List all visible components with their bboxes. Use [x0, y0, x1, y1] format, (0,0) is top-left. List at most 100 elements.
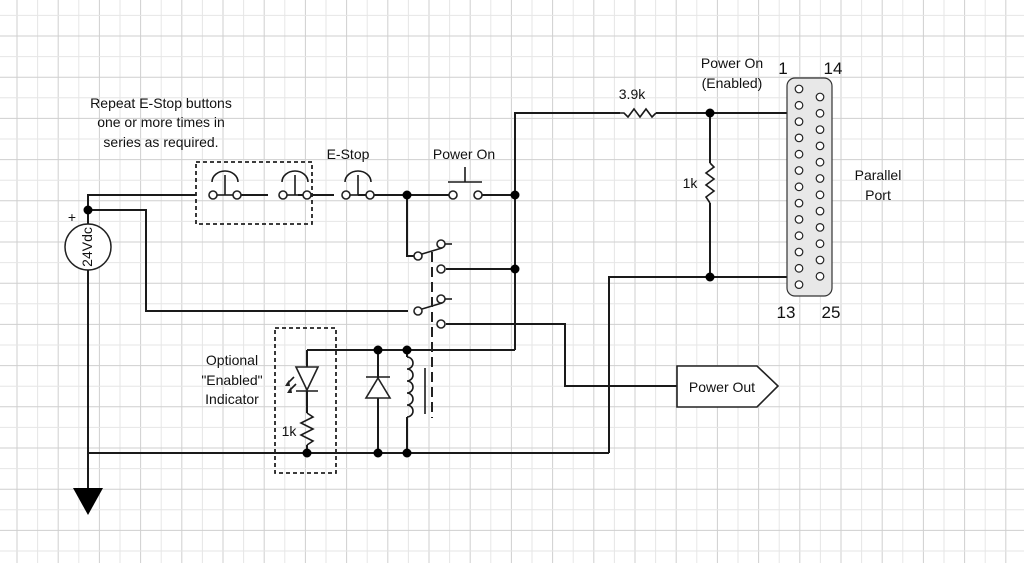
supply-plus-label: + [68, 209, 76, 225]
parallel-port-connector [786, 77, 833, 297]
estop-button-1 [208, 170, 242, 200]
relay-contact-2 [413, 294, 452, 329]
junction [402, 345, 412, 355]
diode-triangle [364, 376, 392, 399]
power-on-label: Power On [433, 146, 495, 162]
optional-line-3: Indicator [205, 391, 259, 407]
power-on-terminal-b [473, 190, 483, 200]
wire-to-power-out [446, 323, 677, 387]
wire-to-relay-contact-1 [406, 195, 415, 257]
contact-2-no [436, 319, 446, 329]
led-arrowhead-1 [285, 380, 290, 386]
pin-4 [794, 133, 804, 143]
power-on-enabled-line-2: (Enabled) [702, 75, 763, 91]
estop-part [302, 190, 312, 200]
optional-line-2: "Enabled" [201, 372, 262, 388]
pin-21 [815, 206, 825, 216]
pin-9 [794, 214, 804, 224]
pin-7 [794, 182, 804, 192]
junction [402, 190, 412, 200]
pin-10 [794, 231, 804, 241]
pin-11 [794, 247, 804, 257]
resistor-3-9k [620, 107, 657, 119]
note-line-1: Repeat E-Stop buttons [90, 95, 232, 111]
estop-button-2 [278, 170, 312, 200]
junction [705, 108, 715, 118]
estop-label: E-Stop [327, 146, 370, 162]
junctions [83, 108, 715, 458]
pin-19 [815, 174, 825, 183]
junction [705, 272, 715, 282]
contact-1-no [436, 264, 446, 274]
estop-button-3 [341, 170, 375, 200]
estop-part [281, 170, 309, 183]
led-triangle [294, 366, 320, 392]
estop-buttons [208, 170, 375, 200]
repeat-estop-box [195, 161, 313, 225]
pin-2 [794, 100, 804, 110]
pin-5 [794, 149, 804, 159]
pin-1 [794, 84, 804, 94]
junction [373, 345, 383, 355]
estop-part [208, 190, 218, 200]
wire-right-bus [514, 112, 620, 350]
power-out-connector [676, 365, 780, 408]
pin-13 [794, 280, 804, 290]
note-line-3: series as required. [103, 134, 218, 150]
estop-part [341, 190, 351, 200]
wire-to-pin-25 [608, 276, 820, 453]
dc-supply: 24Vdc + [64, 209, 112, 271]
pin-1-label: 1 [778, 59, 787, 78]
contact-1-common [413, 251, 423, 261]
contact-2-common [413, 306, 423, 316]
pin-24 [815, 255, 825, 265]
junction [510, 190, 520, 200]
power-on-enabled-line-1: Power On [701, 55, 763, 71]
note-line-2: one or more times in [97, 114, 225, 130]
pin-14-label: 14 [824, 59, 843, 78]
pin-16 [815, 125, 825, 135]
estop-part [344, 170, 372, 183]
optional-line-1: Optional [206, 352, 258, 368]
junction [302, 448, 312, 458]
pin-13-label: 13 [777, 303, 796, 322]
pin-12 [794, 263, 804, 273]
led-resistor-label: 1k [282, 423, 298, 439]
pin-22 [815, 222, 825, 232]
pin-3 [794, 117, 804, 126]
junction [510, 264, 520, 274]
resistor-1k-divider-label: 1k [683, 175, 699, 191]
contact-2-nc [436, 294, 446, 304]
junction [83, 205, 93, 215]
pin-25-label: 25 [822, 303, 841, 322]
estop-part [232, 190, 242, 200]
coil-winding [406, 356, 414, 418]
pin-17 [815, 141, 825, 151]
resistor-1k-divider [704, 162, 716, 204]
relay-contact-1 [413, 239, 452, 274]
power-out-label: Power Out [689, 379, 755, 395]
power-on-button [448, 167, 483, 200]
power-on-terminal-a [448, 190, 458, 200]
contact-1-nc [436, 239, 446, 249]
junction [373, 448, 383, 458]
parallel-port-line-2: Port [865, 187, 891, 203]
estop-part [365, 190, 375, 200]
optional-indicator-label: Optional "Enabled" Indicator [201, 352, 262, 407]
ground-icon [73, 488, 103, 515]
junction [402, 448, 412, 458]
contact-1-blade [421, 247, 443, 255]
estop-part [278, 190, 288, 200]
pin-18 [815, 157, 825, 167]
estop-part [211, 170, 239, 183]
flyback-diode [364, 350, 392, 453]
wire-to-relay-contact-2 [88, 209, 408, 312]
pin-23 [815, 239, 825, 249]
pin-20 [815, 190, 825, 200]
parallel-port-line-1: Parallel [855, 167, 902, 183]
repeat-estop-note: Repeat E-Stop buttons one or more times … [90, 95, 232, 150]
connector-pins [794, 84, 825, 290]
led-resistor-zigzag [299, 412, 315, 446]
